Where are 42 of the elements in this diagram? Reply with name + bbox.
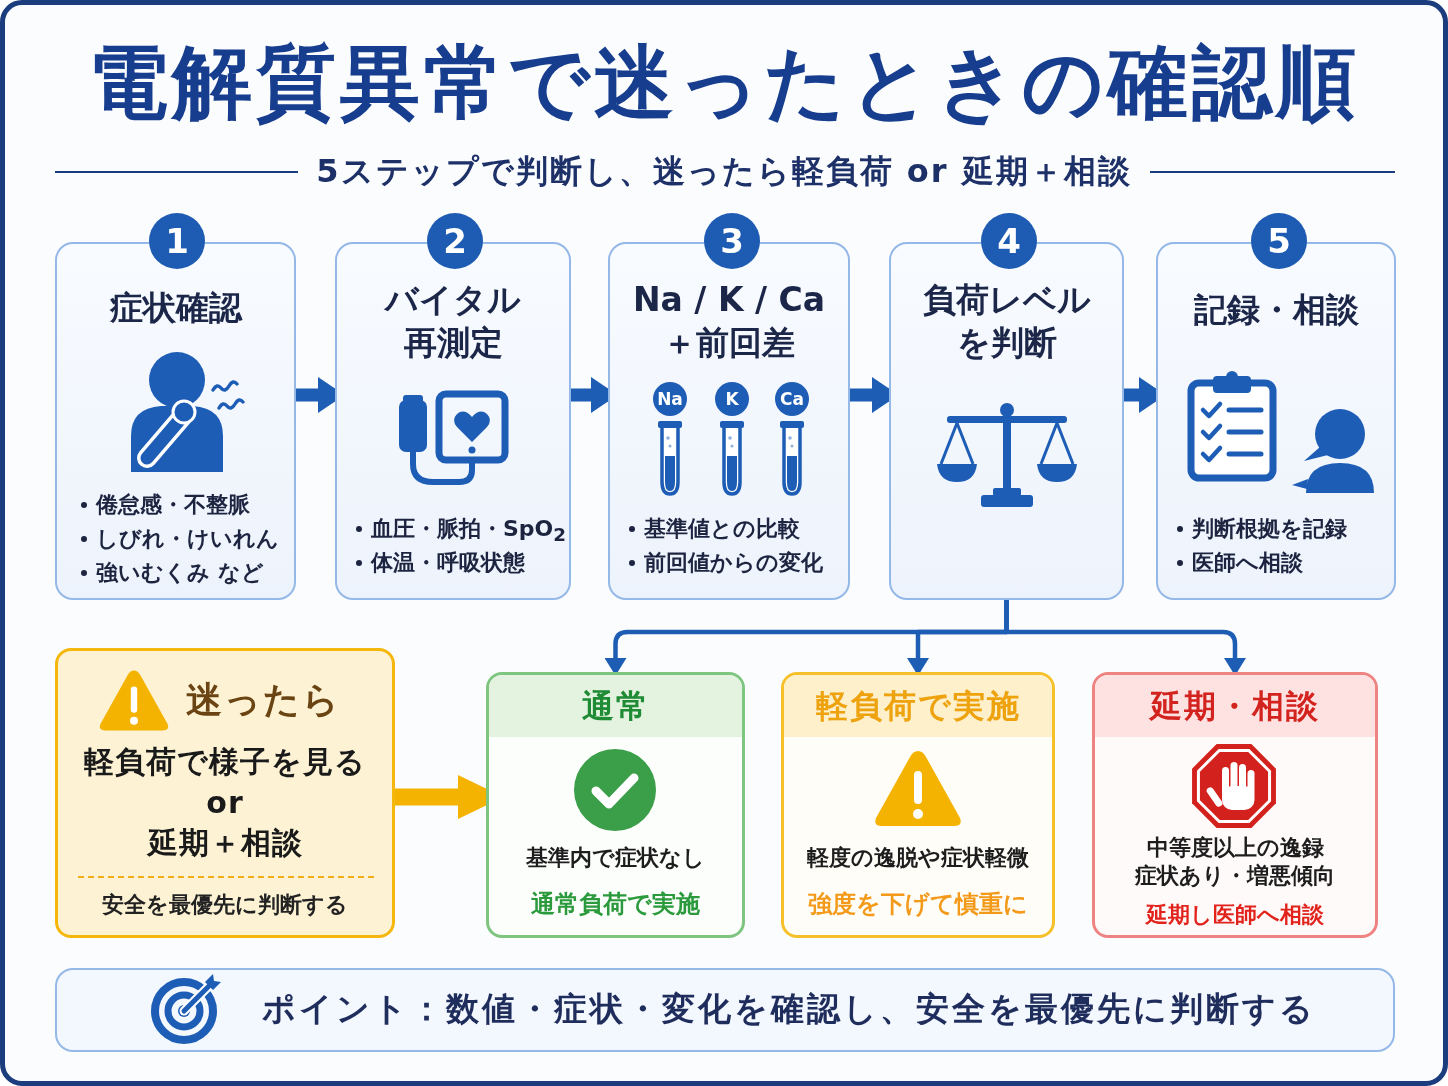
outcome-text: 基準内で症状なし: [526, 844, 705, 872]
number-badge: 4: [981, 213, 1037, 269]
bullet-item: 判断根拠を記録: [1192, 515, 1347, 543]
note-text: 安全を最優先に判断する: [102, 891, 348, 919]
outcome-card: [486, 672, 745, 938]
bullet-item: 医師へ相談: [1192, 549, 1303, 577]
outcome-text: 中等度以上の逸録症状あり・増悪傾向: [1135, 834, 1335, 890]
note-heading: 迷ったら: [186, 678, 341, 722]
bullet-item: 倦怠感・不整脈: [96, 491, 250, 519]
symbol-badge: Ca: [775, 382, 809, 416]
symbol-badge: K: [715, 382, 749, 416]
number-badge: 2: [427, 213, 483, 269]
outcome-card: [1092, 672, 1378, 938]
bullet-item: 強いむくみ など: [96, 559, 264, 587]
bullet-item: 血圧・脈拍・SpO$_{2}$: [371, 515, 567, 548]
outcome-card: [781, 672, 1055, 938]
number-badge: 1: [149, 213, 205, 269]
subtitle: 5ステップで判断し、迷ったら軽負荷 or 延期＋相談: [316, 151, 1132, 192]
action-text: 強度を下げて慎重に: [808, 889, 1028, 920]
note-card: [55, 648, 395, 938]
summary-text: ポイント：数値・症状・変化を確認し、安全を最優先に判断する: [262, 988, 1316, 1030]
title: 電解質異常で迷ったときの確認順: [88, 35, 1360, 131]
number-badge: 5: [1251, 213, 1307, 269]
symbol-badge: Na: [653, 382, 687, 416]
number-badge: 3: [704, 213, 760, 269]
summary-bar: [55, 968, 1395, 1052]
action-text: 通常負荷で実施: [531, 889, 700, 920]
bullet-item: 体温・呼吸状態: [371, 549, 525, 577]
outcome-text: 軽度の逸脱や症状軽微: [807, 844, 1029, 872]
step-heading: バイタル再測定: [385, 279, 521, 364]
note-text: 軽負荷で様子を見る or 延期＋相談: [84, 743, 366, 862]
step-heading: 症状確認: [109, 287, 242, 329]
step-heading: 記録・相談: [1193, 289, 1359, 331]
bullet-item: 基準値との比較: [644, 515, 800, 543]
panel-heading: 通常: [489, 675, 742, 737]
panel-heading: 軽負荷で実施: [784, 675, 1052, 737]
step-heading: 負荷レベルを判断: [922, 279, 1091, 364]
bullet-item: しびれ・けいれん: [96, 525, 279, 553]
panel-heading: 延期・相談: [1095, 675, 1375, 737]
bullet-item: 前回値からの変化: [644, 549, 823, 577]
action-text: 延期し医師へ相談: [1146, 901, 1324, 929]
step-heading: Na / K / Ca ＋前回差: [633, 279, 825, 364]
